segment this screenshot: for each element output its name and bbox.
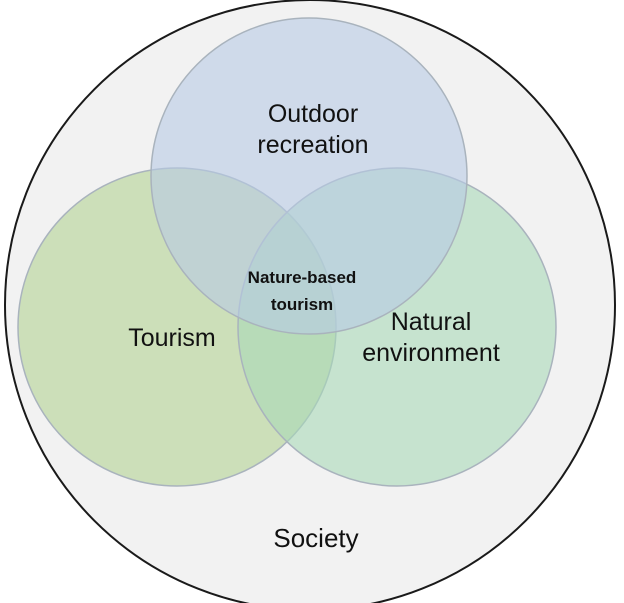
outdoor-recreation-circle bbox=[150, 17, 468, 335]
tourism-label: Tourism bbox=[128, 324, 216, 352]
nature-based-tourism-label: Nature-based bbox=[248, 268, 357, 287]
outdoor-recreation-label: Outdoor bbox=[268, 100, 358, 128]
outdoor-recreation-label-line2: recreation bbox=[257, 131, 368, 159]
natural-environment-label-line2: environment bbox=[362, 339, 500, 367]
nature-based-tourism-label-line2: tourism bbox=[271, 295, 333, 314]
society-label: Society bbox=[273, 523, 358, 553]
natural-environment-label: Natural bbox=[391, 308, 472, 336]
